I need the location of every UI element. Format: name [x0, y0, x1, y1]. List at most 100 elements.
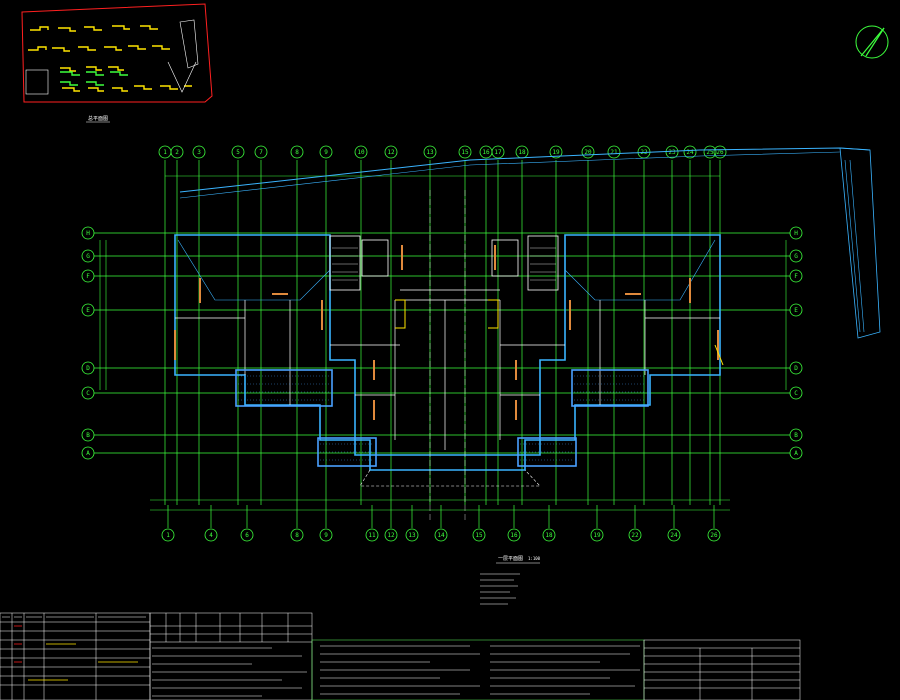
axis-bubble-right — [789, 269, 803, 283]
axis-bubble-left — [81, 226, 95, 240]
axis-label-right: F — [794, 273, 798, 280]
axis-label-bottom: 26 — [710, 532, 718, 539]
axis-label-bottom: 8 — [295, 532, 299, 539]
axis-label-right: G — [794, 253, 798, 260]
axis-label-bottom: 4 — [209, 532, 213, 539]
axis-label-left: A — [86, 450, 90, 457]
axis-label-right: D — [794, 365, 798, 372]
axis-label-left: B — [86, 432, 90, 439]
axis-label-bottom: 16 — [510, 532, 518, 539]
axis-bubble-left — [81, 386, 95, 400]
axis-bubble-right — [789, 446, 803, 460]
axis-label-left: H — [86, 230, 90, 237]
axis-label-top: 3 — [197, 149, 201, 156]
axis-bubble-bottom — [590, 528, 604, 542]
axis-label-bottom: 15 — [475, 532, 483, 539]
floor-plan — [174, 190, 724, 520]
axis-label-bottom: 12 — [387, 532, 395, 539]
axis-label-bottom: 18 — [545, 532, 553, 539]
axis-label-top: 16 — [482, 149, 490, 156]
axis-bubble-top — [231, 145, 245, 159]
axis-bubble-right — [789, 386, 803, 400]
site-plan-caption: 总平面图 — [88, 115, 108, 122]
axis-bubble-top — [354, 145, 368, 159]
axis-label-top: 25 — [706, 149, 714, 156]
axis-label-top: 2 — [175, 149, 179, 156]
axis-bubble-bottom — [405, 528, 419, 542]
axis-label-top: 17 — [494, 149, 502, 156]
axis-bubble-left — [81, 446, 95, 460]
plan-notes — [480, 573, 520, 605]
axis-bubble-top — [549, 145, 563, 159]
axis-label-top: 21 — [610, 149, 618, 156]
axis-label-right: A — [794, 450, 798, 457]
north-arrow-icon — [855, 25, 889, 59]
site-boundary — [179, 147, 881, 339]
axis-bubble-bottom — [161, 528, 175, 542]
axis-bubble-top — [665, 145, 679, 159]
axis-label-bottom: 22 — [631, 532, 639, 539]
axis-bubble-top — [581, 145, 595, 159]
axis-bubble-bottom — [707, 528, 721, 542]
axis-bubble-right — [789, 249, 803, 263]
axis-label-top: 9 — [324, 149, 328, 156]
axis-label-bottom: 13 — [408, 532, 416, 539]
axis-label-bottom: 6 — [245, 532, 249, 539]
axis-bubble-top — [254, 145, 268, 159]
axis-bubble-left — [81, 361, 95, 375]
axis-bubble-left — [81, 269, 95, 283]
axis-bubble-top — [703, 145, 717, 159]
axis-label-bottom: 9 — [324, 532, 328, 539]
axis-bubble-top — [423, 145, 437, 159]
axis-bubble-right — [789, 226, 803, 240]
axis-label-right: H — [794, 230, 798, 237]
axis-label-top: 1 — [163, 149, 167, 156]
axis-label-top: 10 — [357, 149, 365, 156]
axis-label-left: E — [86, 307, 90, 314]
axis-label-left: D — [86, 365, 90, 372]
axis-bubble-right — [789, 303, 803, 317]
axis-bubble-top — [491, 145, 505, 159]
axis-label-top: 18 — [518, 149, 526, 156]
axis-bubble-bottom — [365, 528, 379, 542]
axis-label-top: 24 — [686, 149, 694, 156]
axis-bubble-bottom — [290, 528, 304, 542]
axis-bubble-bottom — [507, 528, 521, 542]
axis-bubble-bottom — [434, 528, 448, 542]
axis-bubble-top — [290, 145, 304, 159]
axis-label-top: 20 — [584, 149, 592, 156]
axis-bubble-bottom — [240, 528, 254, 542]
axis-label-bottom: 14 — [437, 532, 445, 539]
axis-bubble-top — [384, 145, 398, 159]
axis-label-right: E — [794, 307, 798, 314]
axis-label-top: 23 — [668, 149, 676, 156]
axis-label-bottom: 11 — [368, 532, 376, 539]
axis-bubble-left — [81, 428, 95, 442]
axis-bubble-top — [319, 145, 333, 159]
axis-label-top: 5 — [236, 149, 240, 156]
site-plan: 总平面图 — [21, 3, 213, 123]
axis-bubble-bottom — [384, 528, 398, 542]
floor-plan-caption: 一层平面图 — [498, 556, 523, 562]
axis-bubble-top — [458, 145, 472, 159]
axis-label-right: B — [794, 432, 798, 439]
axis-label-top: 26 — [716, 149, 724, 156]
axis-label-top: 13 — [426, 149, 434, 156]
axis-bubble-bottom — [542, 528, 556, 542]
axis-bubble-right — [789, 428, 803, 442]
axis-label-top: 8 — [295, 149, 299, 156]
axis-label-bottom: 19 — [593, 532, 601, 539]
title-block — [0, 612, 801, 700]
axis-bubble-bottom — [667, 528, 681, 542]
axis-bubble-left — [81, 303, 95, 317]
axis-bubble-bottom — [319, 528, 333, 542]
axis-bubble-top — [607, 145, 621, 159]
notes-text-lines — [2, 616, 640, 697]
axis-bubble-bottom — [472, 528, 486, 542]
axis-bubble-bottom — [628, 528, 642, 542]
axis-label-bottom: 1 — [166, 532, 170, 539]
axis-label-top: 7 — [259, 149, 263, 156]
axis-label-bottom: 24 — [670, 532, 678, 539]
floor-plan-scale: 1:100 — [528, 556, 541, 561]
